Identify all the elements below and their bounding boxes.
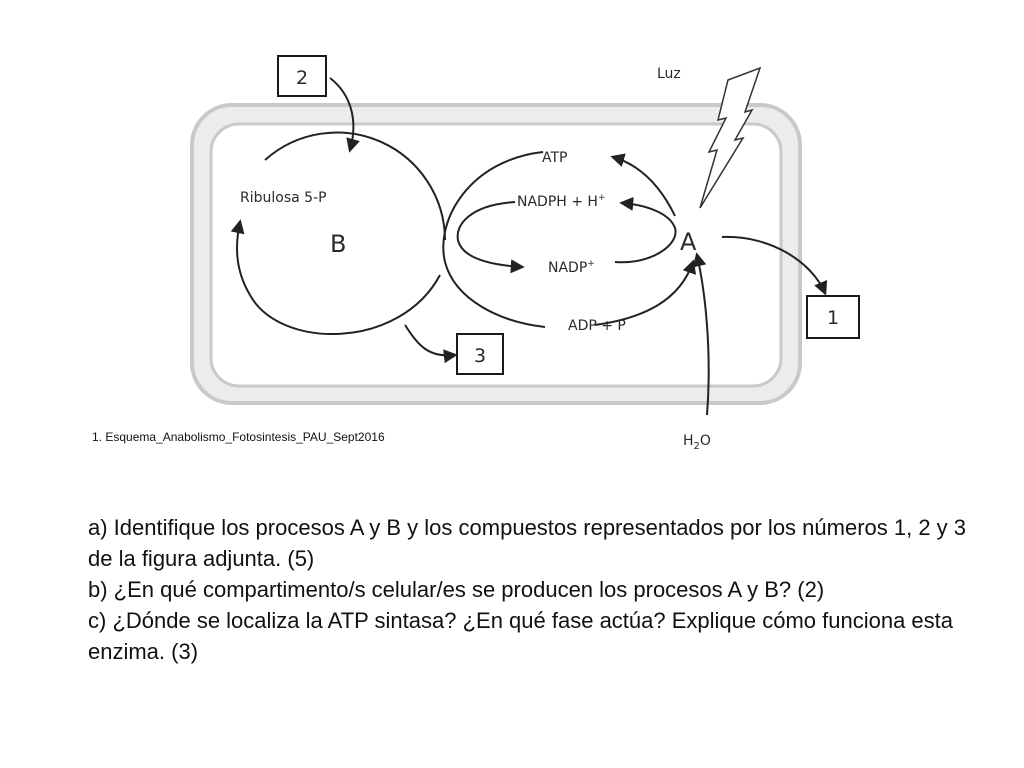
light-label: Luz (657, 66, 681, 82)
light-phase-arc (442, 151, 546, 328)
box-2 (277, 55, 327, 97)
arrow-to-box-2 (329, 77, 360, 153)
nadph-text: NADPH + H (517, 194, 598, 210)
lightning-icon (699, 66, 762, 209)
box-3-label: 3 (474, 345, 486, 367)
water-label: H2O (683, 433, 711, 452)
process-b-label: B (330, 230, 346, 258)
arrow-to-nadph (614, 196, 677, 264)
question-a: a) Identifique los procesos A y B y los … (88, 515, 967, 571)
inner-membrane (209, 122, 783, 388)
figure-caption: 1. Esquema_Anabolismo_Fotosintesis_PAU_S… (92, 430, 385, 444)
box-1 (806, 295, 860, 339)
arrow-to-box-1 (721, 235, 828, 296)
ribulose-label: Ribulosa 5-P (240, 190, 327, 206)
question-b: b) ¿En qué compartimento/s celular/es se… (88, 577, 825, 602)
question-c: c) ¿Dónde se localiza la ATP sintasa? ¿E… (88, 608, 954, 664)
arrow-to-atp (610, 153, 676, 217)
nadph-label: NADPH + H+ (517, 193, 606, 210)
box-3 (456, 333, 504, 375)
process-a-label: A (680, 228, 697, 256)
box-2-label: 2 (296, 67, 308, 89)
box-1-label: 1 (827, 307, 839, 329)
nadph-superscript: + (598, 193, 606, 203)
water-o: O (700, 433, 711, 449)
nadp-label: NADP+ (548, 259, 595, 276)
water-h: H (683, 433, 694, 449)
nadp-superscript: + (587, 259, 595, 269)
nadp-text: NADP (548, 260, 587, 276)
questions-block: a) Identifique los procesos A y B y los … (88, 512, 988, 667)
calvin-cycle-return-arrow (230, 219, 441, 336)
adp-arrow (594, 259, 696, 326)
water-subscript: 2 (694, 441, 700, 452)
water-arrow (692, 252, 710, 416)
nadph-nadp-loop (456, 201, 525, 274)
atp-label: ATP (542, 150, 567, 166)
adp-label: ADP + P (568, 318, 626, 334)
calvin-cycle-arc (264, 131, 446, 241)
photosynthesis-diagram: 2 1 3 Luz Ribulosa 5-P B A ATP NADPH + H… (190, 55, 860, 452)
arrow-to-box-3 (404, 324, 458, 364)
